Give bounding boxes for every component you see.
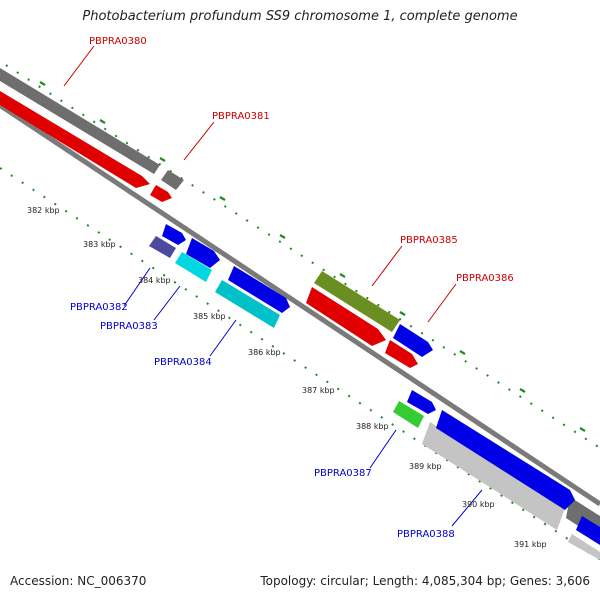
tick-marks (39, 81, 586, 432)
tick-label: 385 kbp (193, 312, 226, 321)
tick-label: 384 kbp (138, 276, 171, 285)
reverse-strand (149, 224, 600, 560)
tick-label: 386 kbp (248, 348, 281, 357)
gene-PBPRA0382[interactable] (149, 236, 176, 258)
genome-summary: Topology: circular; Length: 4,085,304 bp… (260, 574, 590, 588)
gene-label-PBPRA0381[interactable]: PBPRA0381 (212, 111, 270, 122)
gene-PBPRA0381[interactable] (161, 170, 184, 190)
tick-label: 391 kbp (514, 540, 547, 549)
gene-forward-red-2[interactable] (150, 185, 172, 202)
gene-PBPRA0386[interactable] (393, 324, 433, 357)
gene-PBPRA0383[interactable] (175, 252, 212, 282)
forward-strand (0, 65, 600, 540)
length-label: Length: (372, 574, 419, 588)
gene-label-PBPRA0387[interactable]: PBPRA0387 (314, 468, 372, 479)
gene-labels: PBPRA0380 PBPRA0381 PBPRA0382 PBPRA0383 … (70, 36, 514, 540)
gene-reverse-gray-right[interactable] (568, 534, 600, 560)
gene-reverse-blue-2[interactable] (186, 238, 220, 268)
gene-label-PBPRA0386[interactable]: PBPRA0386 (456, 273, 514, 284)
gene-reverse-blue-1[interactable] (162, 224, 186, 245)
gene-label-PBPRA0383[interactable]: PBPRA0383 (100, 321, 158, 332)
gene-label-PBPRA0380[interactable]: PBPRA0380 (89, 36, 147, 47)
accession-label: Accession: (10, 574, 74, 588)
tick-label: 389 kbp (409, 462, 442, 471)
topology-label: Topology: (260, 574, 317, 588)
gene-reverse-blue-5[interactable] (436, 410, 575, 510)
genes-value: 3,606 (555, 574, 590, 588)
gene-PBPRA0388[interactable] (422, 422, 565, 530)
gene-reverse-blue-3[interactable] (228, 266, 290, 313)
tick-label: 387 kbp (302, 386, 335, 395)
gene-PBPRA0384[interactable] (215, 280, 280, 328)
gene-forward-red-1[interactable] (0, 88, 150, 188)
chromosome-backbone (0, 102, 600, 507)
accession-value: NC_006370 (77, 574, 147, 588)
gene-label-PBPRA0382[interactable]: PBPRA0382 (70, 302, 128, 313)
gene-forward-red-4[interactable] (385, 340, 418, 368)
gene-label-PBPRA0384[interactable]: PBPRA0384 (154, 357, 212, 368)
gene-label-PBPRA0385[interactable]: PBPRA0385 (400, 235, 458, 246)
genes-label: Genes: (509, 574, 552, 588)
leader-lines (63, 45, 483, 527)
gene-PBPRA0387[interactable] (393, 401, 424, 428)
tick-labels: 382 kbp 383 kbp 384 kbp 385 kbp 386 kbp … (27, 206, 547, 549)
tick-label: 390 kbp (462, 500, 495, 509)
gene-forward-red-3[interactable] (306, 287, 386, 346)
length-value: 4,085,304 bp (421, 574, 502, 588)
tick-track-outer (0, 60, 600, 560)
accession-info: Accession: NC_006370 (10, 574, 146, 588)
gene-PBPRA0385[interactable] (314, 271, 400, 332)
map-title: Photobacterium profundum SS9 chromosome … (82, 9, 518, 24)
gene-reverse-blue-4[interactable] (407, 390, 436, 414)
tick-label: 382 kbp (27, 206, 60, 215)
gene-PBPRA0380[interactable] (0, 65, 160, 174)
topology-value: circular (320, 574, 365, 588)
genome-map: 382 kbp 383 kbp 384 kbp 385 kbp 386 kbp … (0, 36, 600, 560)
gene-label-PBPRA0388[interactable]: PBPRA0388 (397, 529, 455, 540)
tick-label: 388 kbp (356, 422, 389, 431)
tick-label: 383 kbp (83, 240, 116, 249)
gene-reverse-blue-6[interactable] (576, 516, 600, 545)
